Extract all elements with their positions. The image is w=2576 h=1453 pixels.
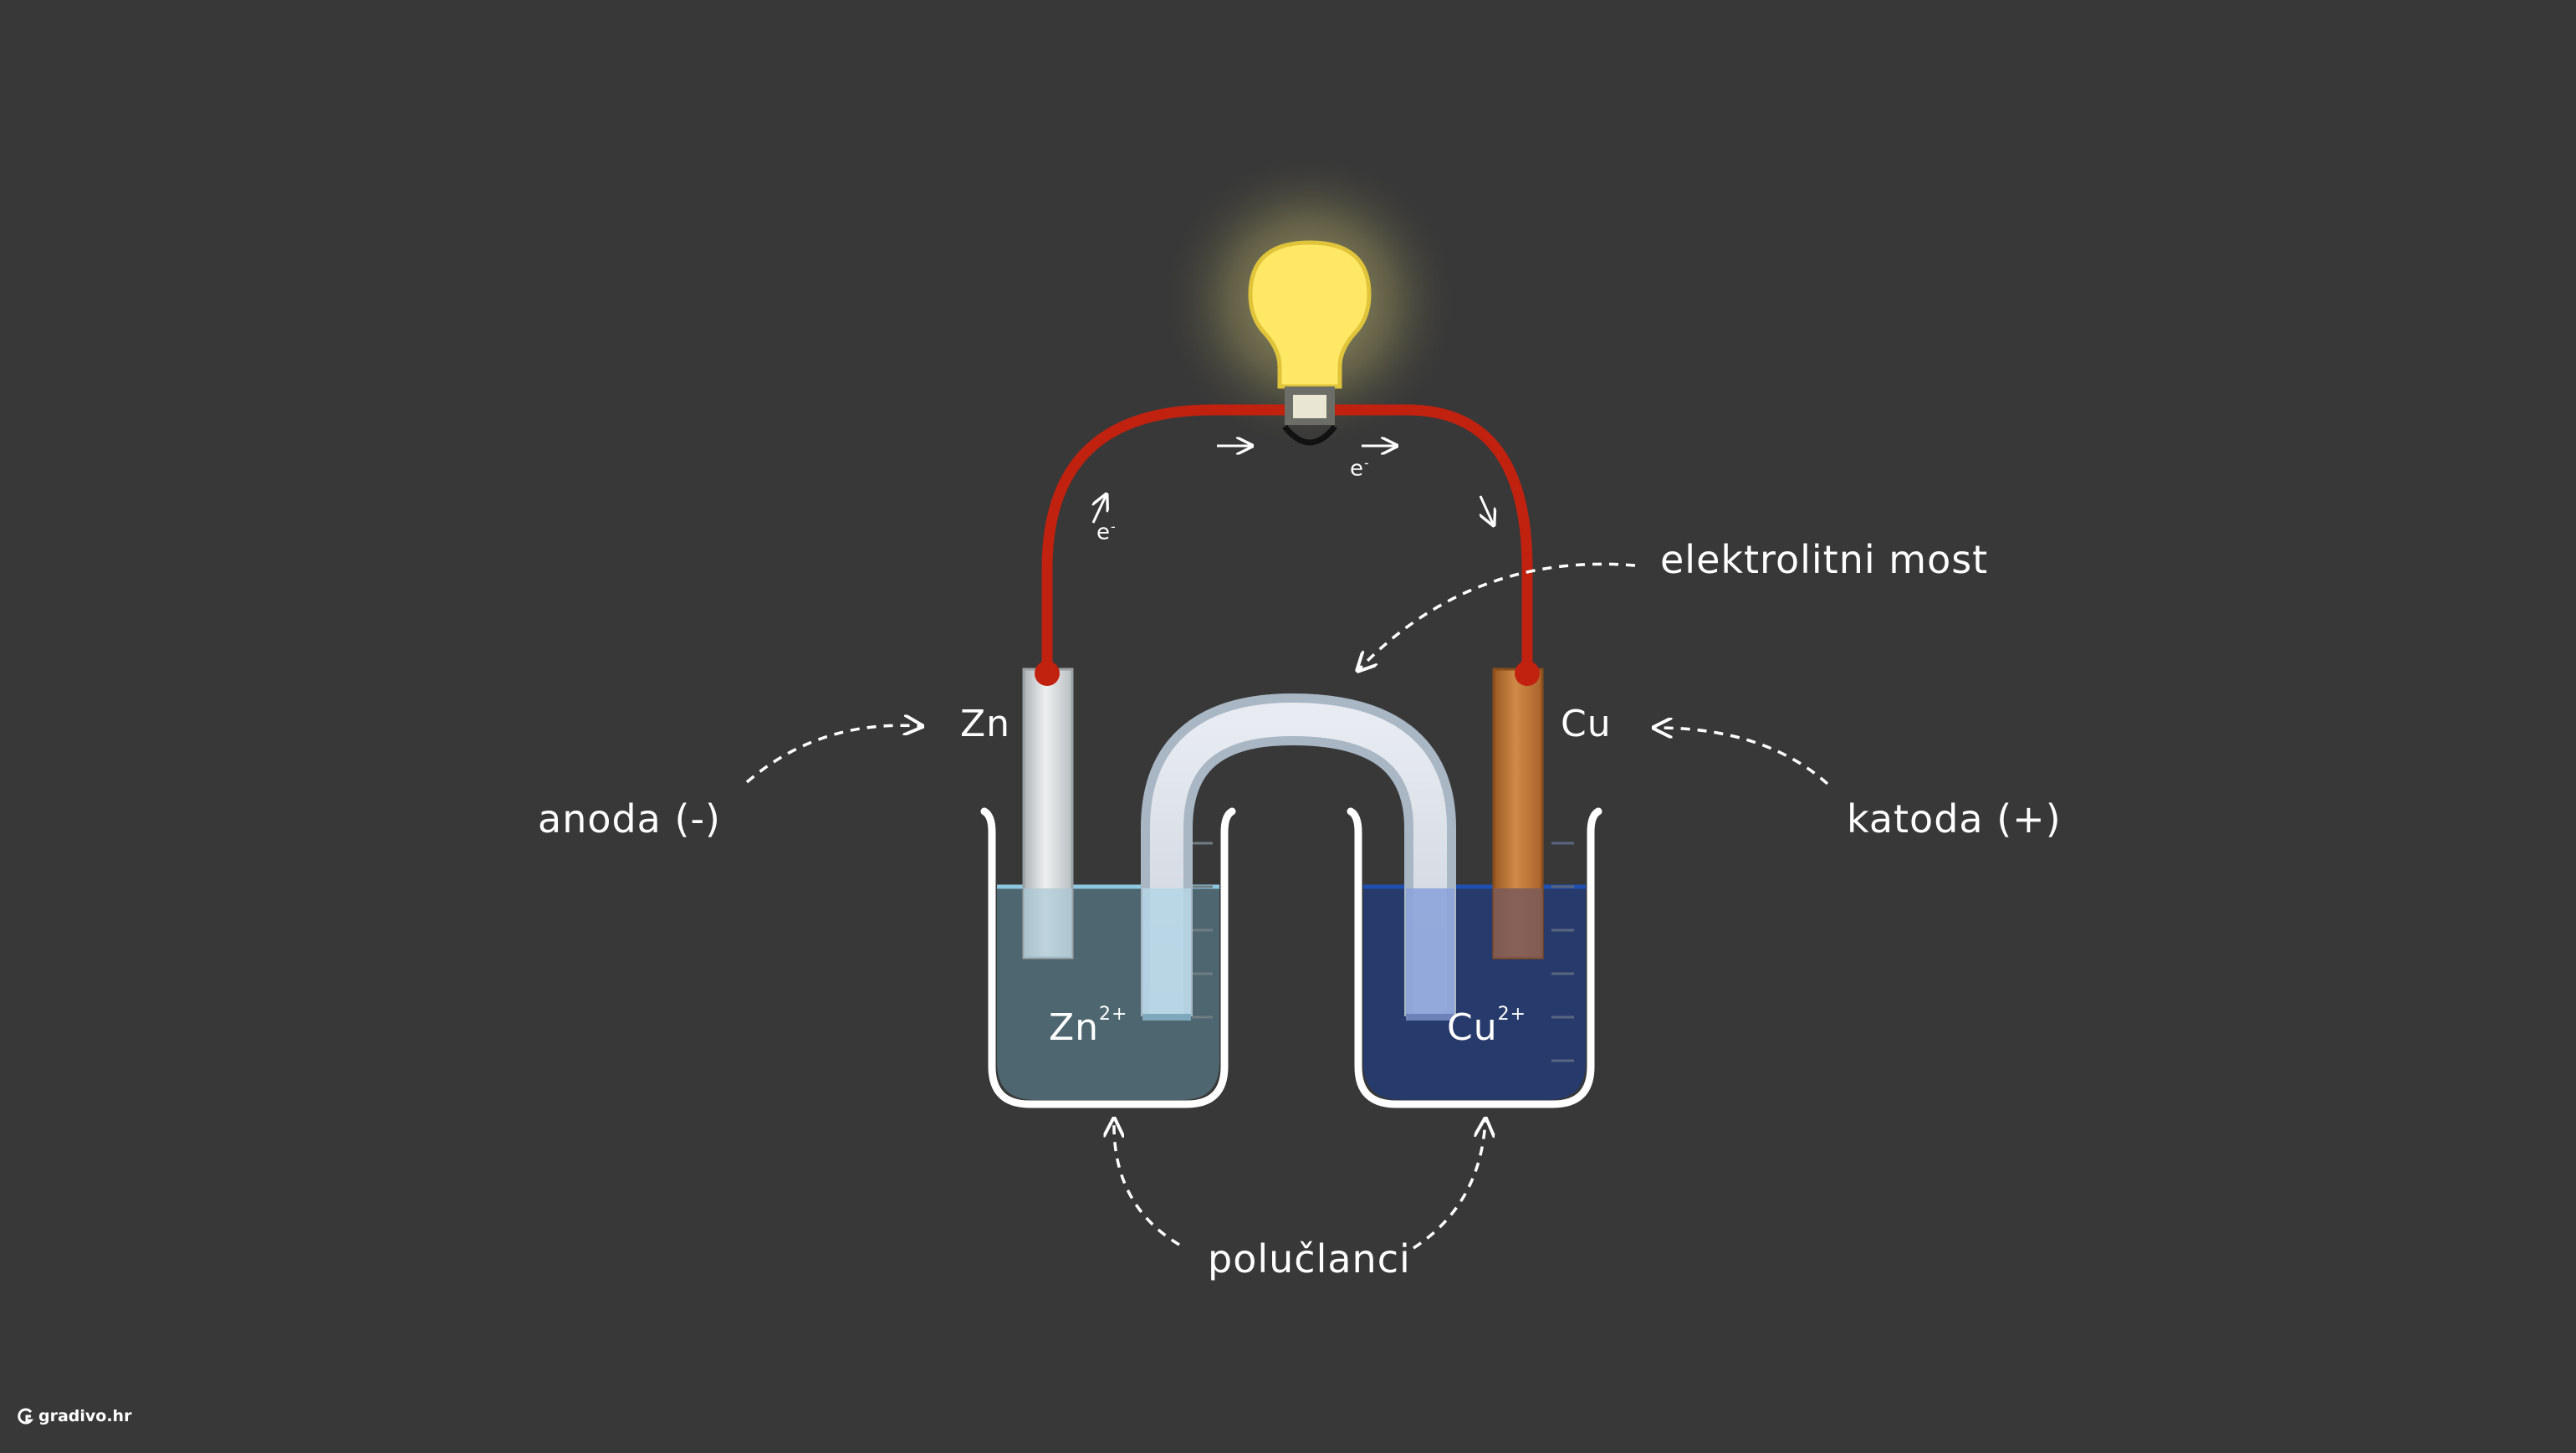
callout-arrows bbox=[745, 562, 1829, 1250]
gradivo-logo-icon bbox=[18, 1408, 34, 1425]
wire-contact-zn bbox=[1035, 661, 1060, 686]
gradivo-logo[interactable]: gradivo.hr bbox=[17, 1407, 131, 1425]
electron-arrow-left-up bbox=[1093, 496, 1106, 524]
gradivo-logo-text: gradivo.hr bbox=[38, 1407, 132, 1425]
zn-electrode-label: Zn bbox=[960, 703, 1011, 745]
cu-solution bbox=[1363, 887, 1586, 1100]
salt-bridge-left-submerged bbox=[1142, 888, 1191, 1019]
cu-beaker-graduations bbox=[1551, 842, 1574, 1062]
salt-bridge-callout-arrow bbox=[1359, 562, 1636, 669]
cathode-label: katoda (+) bbox=[1847, 796, 2062, 842]
zn-ion-label: Zn2+ bbox=[1049, 1004, 1128, 1049]
electron-label-right: e- bbox=[1350, 455, 1370, 482]
cu-ion-symbol: Cu bbox=[1447, 1006, 1498, 1049]
anode-callout-arrow bbox=[745, 725, 920, 784]
salt-bridge-inner bbox=[1150, 703, 1447, 1016]
zinc-electrode-submerged bbox=[1024, 888, 1072, 958]
salt-bridge-label: elektrolitni most bbox=[1660, 537, 1989, 582]
half-cells-label: polučlanci bbox=[1208, 1236, 1411, 1282]
light-bulb bbox=[1248, 240, 1372, 446]
salt-bridge-right-submerged bbox=[1406, 888, 1454, 1019]
half-cell-callout-arrow-left bbox=[1114, 1121, 1180, 1246]
zn-beaker-graduations bbox=[1192, 842, 1213, 1019]
salt-bridge-right-tip bbox=[1406, 1014, 1454, 1021]
bulb-base bbox=[1282, 424, 1337, 446]
cu-beaker bbox=[1347, 807, 1602, 1108]
cu-ion-charge: 2+ bbox=[1497, 1004, 1527, 1026]
wire-contact-cu bbox=[1515, 661, 1540, 686]
external-wire bbox=[1041, 404, 1533, 679]
copper-electrode-submerged bbox=[1494, 888, 1542, 958]
zn-ion-charge: 2+ bbox=[1099, 1004, 1128, 1026]
salt-bridge-left-tip bbox=[1142, 1014, 1191, 1021]
half-cell-callout-arrow-right bbox=[1413, 1121, 1485, 1250]
cu-electrode-label: Cu bbox=[1561, 703, 1612, 745]
bulb-socket-face bbox=[1293, 395, 1326, 418]
electron-arrow-right-down bbox=[1480, 495, 1493, 524]
cathode-callout-arrow bbox=[1656, 728, 1829, 785]
electron-arrows bbox=[1093, 446, 1493, 524]
zn-beaker bbox=[980, 807, 1236, 1108]
zn-ion-symbol: Zn bbox=[1049, 1006, 1100, 1049]
bulb-glass bbox=[1248, 240, 1372, 389]
electron-label-left: e- bbox=[1096, 519, 1117, 545]
cu-ion-label: Cu2+ bbox=[1447, 1004, 1527, 1049]
anode-label: anoda (-) bbox=[538, 796, 721, 842]
